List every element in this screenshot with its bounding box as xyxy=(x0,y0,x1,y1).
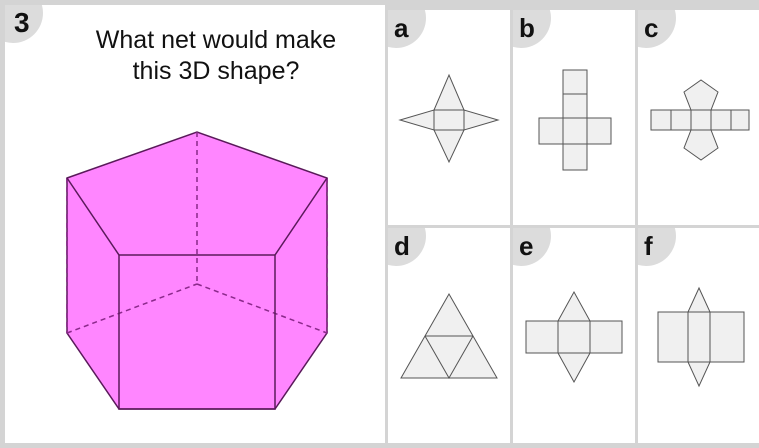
option-c-panel[interactable]: c xyxy=(638,10,759,225)
net-a xyxy=(398,73,500,164)
question-text: What net would make this 3D shape? xyxy=(63,25,369,87)
option-label: c xyxy=(644,13,659,43)
net-f xyxy=(657,286,745,388)
question-text-line-2: this 3D shape? xyxy=(132,57,300,85)
option-d-panel[interactable]: d xyxy=(388,228,510,443)
option-label: a xyxy=(394,13,409,43)
option-f-panel[interactable]: f xyxy=(638,228,759,443)
net-b xyxy=(538,69,612,171)
option-label: d xyxy=(394,231,410,261)
net-d xyxy=(400,292,498,380)
option-label: f xyxy=(644,231,653,261)
prism-front-face xyxy=(118,254,276,410)
question-panel: 3 What net would make this 3D shape? xyxy=(5,5,385,443)
question-text-line-1: What net would make xyxy=(95,26,337,54)
option-label: e xyxy=(519,231,534,261)
option-e-panel[interactable]: e xyxy=(513,228,635,443)
option-label: b xyxy=(519,13,535,43)
option-a-panel[interactable]: a xyxy=(388,10,510,225)
pentagonal-prism-figure xyxy=(66,131,328,410)
net-e xyxy=(525,290,623,384)
question-number: 3 xyxy=(14,7,30,38)
net-c xyxy=(650,79,750,161)
option-b-panel[interactable]: b xyxy=(513,10,635,225)
